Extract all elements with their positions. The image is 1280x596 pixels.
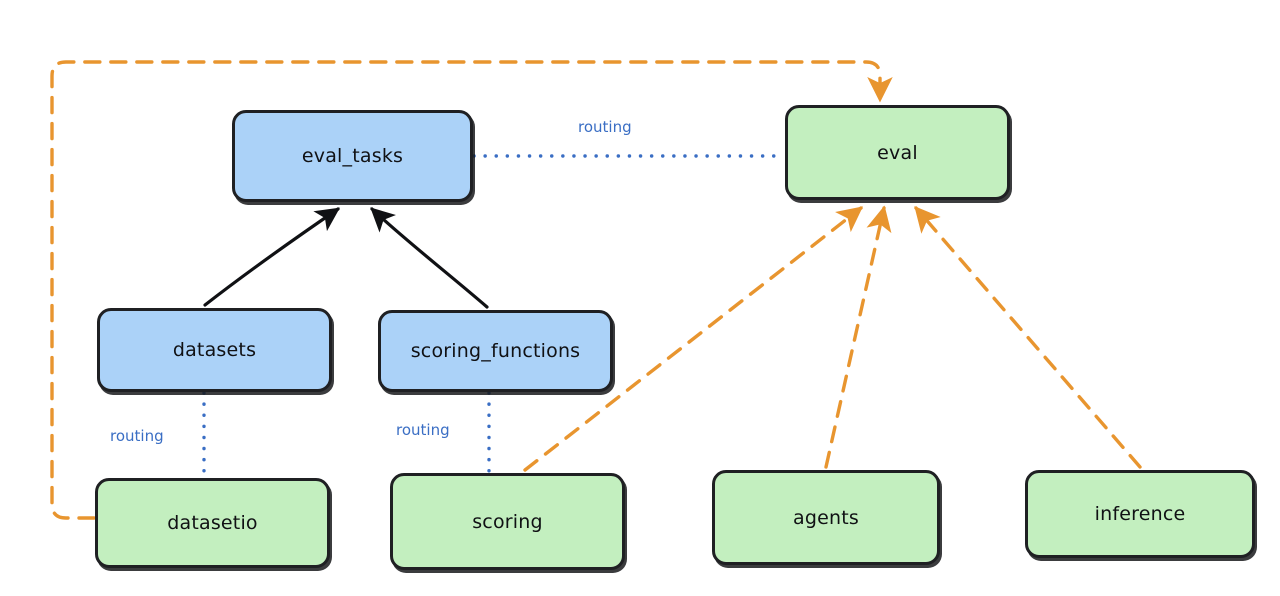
node-eval-tasks[interactable]: eval_tasks (232, 110, 473, 202)
node-label: scoring (472, 510, 543, 533)
node-agents[interactable]: agents (712, 470, 940, 565)
edge-label-routing-eval-tasks-eval: routing (578, 118, 632, 136)
node-label: scoring_functions (410, 340, 581, 362)
node-scoring-functions[interactable]: scoring_functions (378, 310, 613, 392)
node-label: inference (1094, 503, 1186, 525)
edge-label-routing-datasets-datasetio: routing (110, 427, 164, 445)
node-eval[interactable]: eval (785, 105, 1010, 200)
edge-datasets-to-eval-tasks (203, 207, 340, 307)
node-datasetio[interactable]: datasetio (95, 478, 330, 568)
node-label: agents (793, 506, 859, 529)
edge-label-routing-scoring-functions-scoring: routing (396, 421, 450, 439)
node-scoring[interactable]: scoring (390, 473, 625, 570)
node-label: eval (877, 141, 918, 164)
node-inference[interactable]: inference (1025, 470, 1255, 558)
node-label: datasets (172, 339, 257, 361)
node-datasets[interactable]: datasets (97, 308, 332, 392)
edge-agents-to-eval-dependency (824, 205, 892, 469)
edge-inference-to-eval-dependency (914, 206, 1142, 469)
node-label: eval_tasks (301, 145, 404, 167)
node-label: datasetio (167, 512, 258, 534)
edge-scoring-functions-to-eval-tasks (370, 207, 489, 309)
